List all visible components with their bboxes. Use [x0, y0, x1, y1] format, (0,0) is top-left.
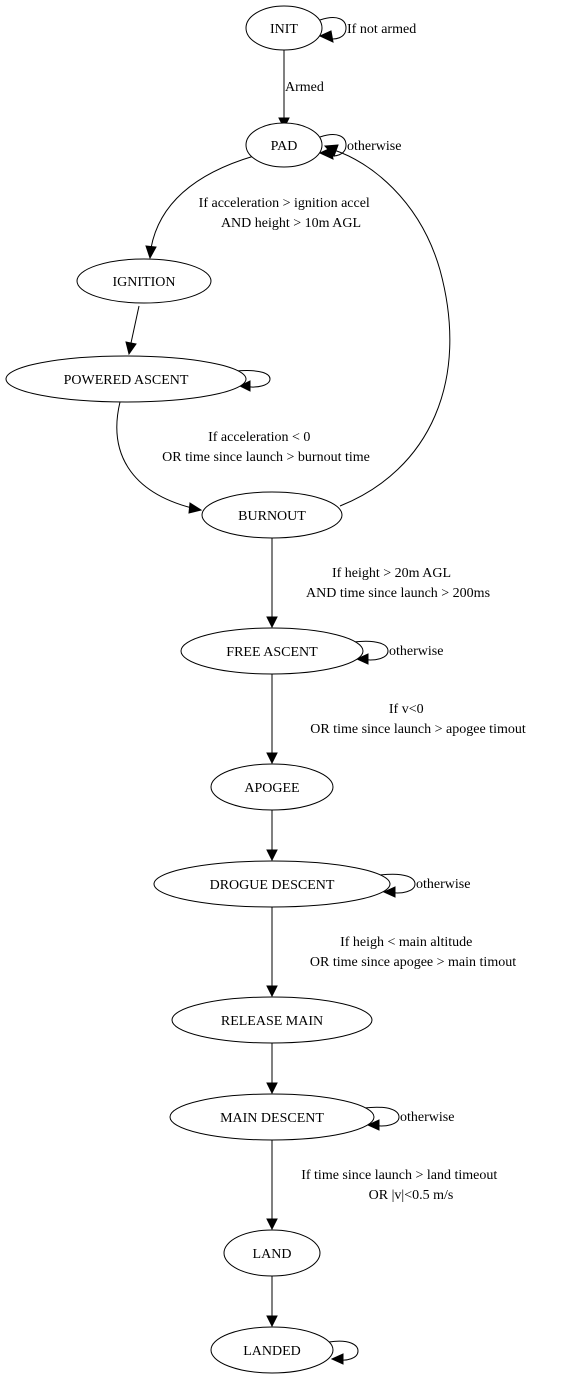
state-pad: PAD — [245, 122, 323, 168]
state-apogee: APOGEE — [210, 763, 334, 811]
label-drogue-self: otherwise — [416, 877, 470, 892]
state-powered-ascent: POWERED ASCENT — [5, 355, 247, 403]
state-init-label: INIT — [270, 22, 298, 37]
state-free-ascent: FREE ASCENT — [180, 627, 364, 675]
edge-burnout-to-pad — [323, 144, 451, 507]
state-free-ascent-label: FREE ASCENT — [226, 645, 318, 660]
state-init: INIT — [245, 5, 323, 51]
state-release-main-label: RELEASE MAIN — [221, 1014, 323, 1029]
label-powered-to-burnout: If acceleration < 0 OR time since launch… — [162, 430, 370, 465]
edge-release-to-main — [266, 1043, 278, 1095]
state-release-main: RELEASE MAIN — [171, 996, 373, 1044]
edge-drogue-to-release: If heigh < main altitude OR time since a… — [266, 907, 516, 998]
label-main-self: otherwise — [400, 1110, 454, 1125]
label-drogue-to-release: If heigh < main altitude OR time since a… — [310, 935, 516, 970]
label-burnout-to-free: If height > 20m AGL AND time since launc… — [306, 566, 490, 601]
state-ignition-label: IGNITION — [113, 275, 176, 290]
state-burnout-label: BURNOUT — [238, 509, 306, 524]
state-drogue-descent: DROGUE DESCENT — [153, 860, 391, 908]
state-powered-ascent-label: POWERED ASCENT — [64, 373, 189, 388]
label-init-to-pad: Armed — [285, 80, 324, 95]
edge-powered-self — [235, 370, 271, 392]
edge-init-self: If not armed — [318, 17, 416, 43]
edge-burnout-to-free: If height > 20m AGL AND time since launc… — [266, 538, 490, 629]
state-apogee-label: APOGEE — [244, 781, 299, 796]
state-drogue-descent-label: DROGUE DESCENT — [210, 878, 335, 893]
label-main-to-land: If time since launch > land timeout OR |… — [301, 1168, 501, 1203]
state-pad-label: PAD — [271, 139, 298, 154]
edge-main-self: otherwise — [363, 1106, 454, 1131]
edge-free-to-apogee: If v<0 OR time since launch > apogee tim… — [266, 674, 526, 765]
label-pad-self: otherwise — [347, 139, 401, 154]
label-free-to-apogee: If v<0 OR time since launch > apogee tim… — [310, 702, 526, 737]
label-free-self: otherwise — [389, 644, 443, 659]
state-land-label: LAND — [253, 1247, 292, 1262]
state-main-descent-label: MAIN DESCENT — [220, 1111, 324, 1126]
state-ignition: IGNITION — [76, 258, 212, 304]
edge-powered-to-burnout: If acceleration < 0 OR time since launch… — [116, 401, 370, 514]
edge-pad-to-ignition: If acceleration > ignition accel AND hei… — [145, 155, 374, 260]
state-main-descent: MAIN DESCENT — [169, 1093, 375, 1141]
label-pad-to-ignition: If acceleration > ignition accel AND hei… — [199, 196, 374, 231]
label-init-self: If not armed — [347, 22, 416, 37]
edge-landed-self — [328, 1340, 359, 1365]
edge-free-self: otherwise — [352, 640, 443, 665]
edge-main-to-land: If time since launch > land timeout OR |… — [266, 1140, 501, 1231]
edge-drogue-self: otherwise — [379, 873, 470, 898]
edge-ignition-to-powered — [125, 305, 140, 356]
state-burnout: BURNOUT — [201, 491, 343, 539]
state-land: LAND — [223, 1229, 321, 1277]
edge-apogee-to-drogue — [266, 810, 278, 862]
state-landed: LANDED — [210, 1326, 334, 1374]
edge-init-to-pad: Armed — [278, 50, 324, 130]
edge-land-to-landed — [266, 1276, 278, 1328]
state-landed-label: LANDED — [243, 1344, 301, 1359]
